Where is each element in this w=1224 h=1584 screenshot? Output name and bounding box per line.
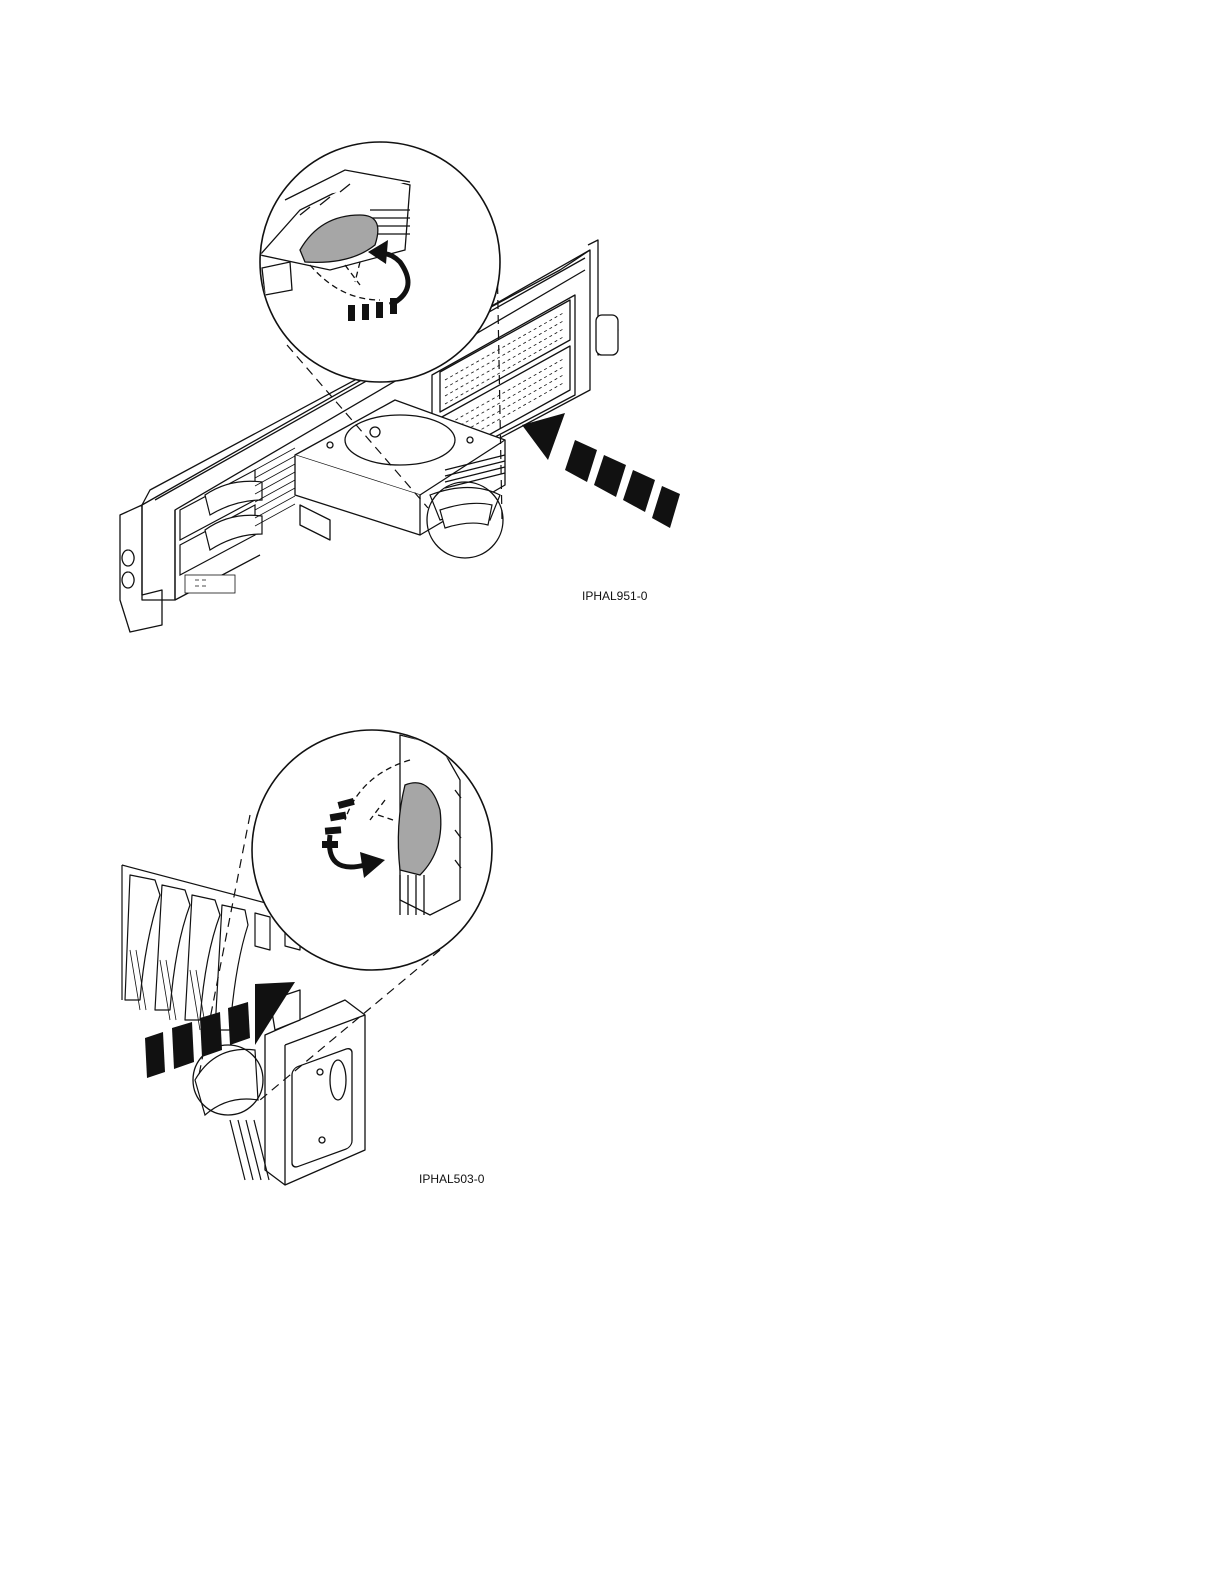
drive-bay-illustration bbox=[0, 700, 1224, 1200]
figure-iphal503: IPHAL503-0 bbox=[0, 700, 1224, 1200]
figure-id-label-2: IPHAL503-0 bbox=[419, 1172, 484, 1186]
left-rack-ear bbox=[120, 505, 162, 632]
push-arrow-icon bbox=[522, 413, 680, 528]
server-drive-illustration bbox=[0, 0, 1224, 640]
figure-iphal951: IPHAL951-0 bbox=[0, 0, 1224, 640]
figure-id-label: IPHAL951-0 bbox=[582, 589, 647, 603]
